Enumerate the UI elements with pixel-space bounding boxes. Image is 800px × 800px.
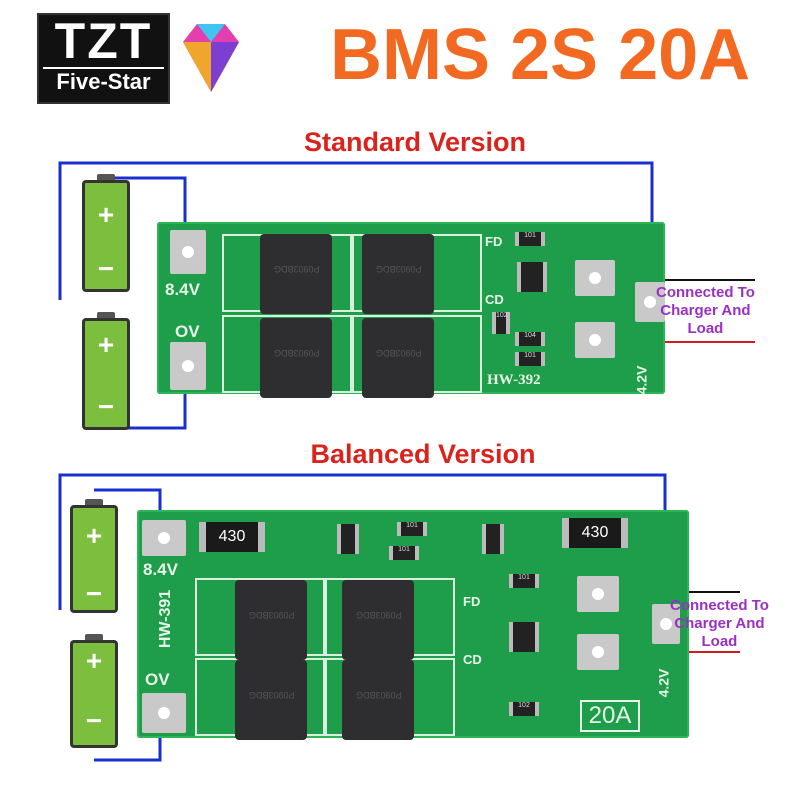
mosfet: P0903BDG (260, 234, 332, 314)
balance-resistor: 430 (562, 518, 628, 548)
smd-resistor: 101 (509, 574, 539, 588)
label-cd: CD (485, 292, 504, 307)
standard-version-heading: Standard Version (303, 127, 527, 157)
minus-sign: − (97, 391, 115, 422)
mosfet: P0903BDG (235, 580, 307, 660)
minus-sign: − (97, 253, 115, 284)
pad-out (652, 604, 680, 644)
plus-sign: + (97, 329, 115, 360)
plus-sign: + (97, 199, 115, 230)
label-4v2: 4.2V (633, 365, 650, 395)
minus-sign: − (85, 578, 103, 609)
mosfet: P0903BDG (342, 660, 414, 740)
mosfet: P0903BDG (260, 318, 332, 398)
pad-plus (575, 260, 615, 296)
label-4v2: 4.2V (655, 668, 672, 698)
rating-label: 20A (580, 700, 640, 732)
smd-resistor: 104 (515, 332, 545, 346)
pad-minus (575, 322, 615, 358)
battery-cell-2: +− (82, 312, 130, 430)
pad-0v (170, 342, 206, 390)
balanced-version-heading: Balanced Version (310, 439, 536, 469)
pad-plus (577, 576, 619, 612)
mosfet: P0903BDG (362, 318, 434, 398)
pad-0v (142, 693, 186, 733)
pad-out (635, 282, 665, 322)
mosfet: P0903BDG (235, 660, 307, 740)
label-0v: OV (145, 670, 170, 689)
smd-resistor: 101 (515, 352, 545, 366)
smd-resistor: 101 (397, 522, 427, 536)
logo-brand: TZT (54, 13, 153, 69)
label-0v: OV (175, 322, 200, 341)
protection-ic (509, 622, 539, 652)
label-fd: FD (485, 234, 503, 249)
model-label: HW-392 (487, 372, 541, 388)
battery-cell-1: +− (70, 499, 118, 613)
battery-cell-2: +− (70, 634, 118, 748)
balanced-bms-board: 8.4V 430 430 101 101 101 102 HW-391 P090… (137, 510, 689, 740)
pad-8v4 (142, 520, 186, 556)
label-fd: FD (463, 594, 481, 609)
smd-resistor: 102 (492, 312, 510, 334)
label-8v4: 8.4V (165, 280, 200, 299)
label-8v4: 8.4V (143, 560, 178, 579)
plus-sign: + (85, 520, 103, 551)
pad-8v4 (170, 230, 206, 274)
mosfet: P0903BDG (362, 234, 434, 314)
balance-resistor: 430 (199, 522, 265, 552)
balance-ic (337, 524, 359, 554)
product-title: BMS 2S 20A (330, 15, 751, 95)
smd-resistor: 102 (509, 702, 539, 716)
label-cd: CD (463, 652, 482, 667)
brand-logo: TZT Five-Star (37, 13, 170, 104)
standard-bms-board: 8.4V OV P0903BDG P0903BDG P0903BDG P0903… (157, 222, 665, 398)
diamond-icon (183, 24, 239, 92)
balance-ic (482, 524, 504, 554)
pad-minus (577, 634, 619, 670)
smd-resistor: 101 (515, 232, 545, 246)
plus-sign: + (85, 645, 103, 676)
model-label: HW-391 (157, 589, 175, 649)
logo-sub: Five-Star (43, 67, 164, 95)
minus-sign: − (85, 705, 103, 736)
mosfet: P0903BDG (342, 580, 414, 660)
smd-resistor: 101 (389, 546, 419, 560)
protection-ic (517, 262, 547, 292)
battery-cell-1: +− (82, 174, 130, 292)
